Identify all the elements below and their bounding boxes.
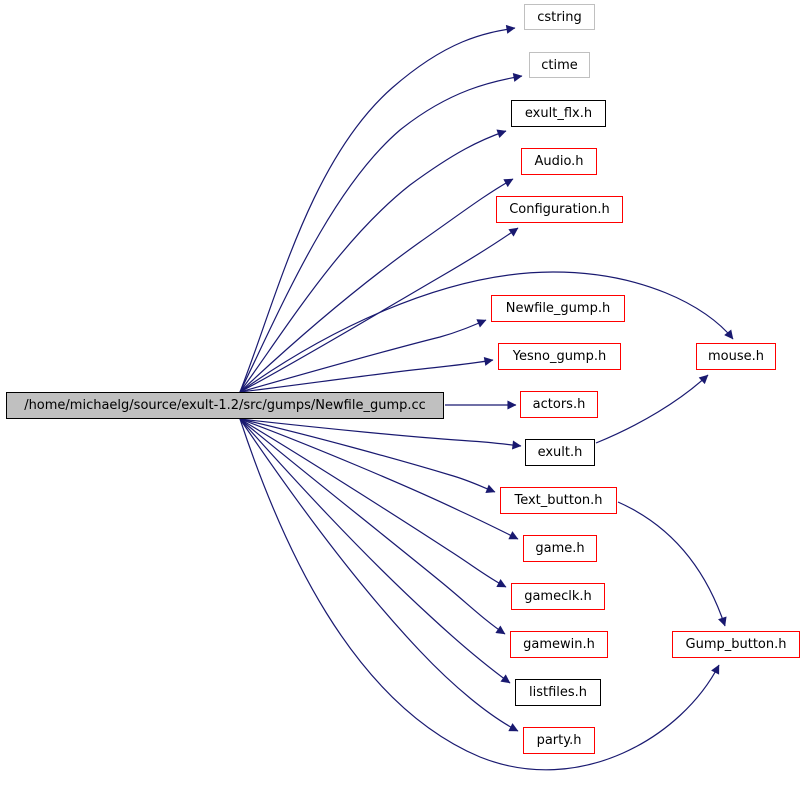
node-label: gameclk.h (524, 589, 592, 604)
node-Configuration_h[interactable]: Configuration.h (496, 196, 623, 223)
node-label: exult.h (537, 445, 583, 460)
node-label: game.h (535, 541, 585, 556)
node-label: cstring (537, 9, 582, 25)
node-Audio_h[interactable]: Audio.h (521, 148, 597, 175)
node-label: Text_button.h (514, 493, 603, 508)
node-actors_h[interactable]: actors.h (520, 391, 598, 418)
node-main: /home/michaelg/source/exult-1.2/src/gump… (6, 392, 444, 419)
node-exult_h[interactable]: exult.h (525, 439, 595, 466)
edge-main-to-listfiles_h (239, 418, 511, 684)
edge-main-to-Yesno_gump_h (239, 357, 494, 393)
edge-main-to-exult_h (239, 418, 522, 450)
edge-main-to-Newfile_gump_h (239, 319, 487, 393)
node-cstring[interactable]: cstring (524, 4, 595, 30)
node-Yesno_gump_h[interactable]: Yesno_gump.h (498, 343, 621, 370)
edge-main-to-game_h (239, 418, 519, 540)
node-label: mouse.h (708, 349, 764, 364)
edge-main-to-party_h (239, 418, 519, 732)
node-mouse_h[interactable]: mouse.h (696, 343, 776, 370)
node-label: party.h (536, 733, 582, 748)
node-gamewin_h[interactable]: gamewin.h (510, 631, 608, 658)
edge-main-to-Gump_button_h (239, 418, 720, 771)
node-Text_button_h[interactable]: Text_button.h (500, 487, 617, 514)
edge-Text_button_h-to-Gump_button_h (617, 501, 727, 627)
node-label: Yesno_gump.h (512, 349, 607, 364)
edge-main-to-Configuration_h (239, 227, 519, 393)
edge-main-to-ctime (239, 73, 523, 393)
node-label: ctime (541, 57, 578, 73)
node-game_h[interactable]: game.h (523, 535, 597, 562)
node-label: exult_flx.h (524, 106, 593, 121)
node-label: /home/michaelg/source/exult-1.2/src/gump… (24, 398, 426, 413)
node-listfiles_h[interactable]: listfiles.h (515, 679, 601, 706)
edge-main-to-gamewin_h (239, 418, 506, 635)
edge-main-to-Audio_h (239, 178, 514, 393)
node-label: listfiles.h (528, 685, 588, 700)
node-label: Gump_button.h (685, 637, 787, 652)
node-party_h[interactable]: party.h (523, 727, 595, 754)
node-label: Audio.h (534, 154, 584, 169)
node-label: gamewin.h (523, 637, 595, 652)
node-label: Newfile_gump.h (505, 301, 611, 316)
edge-main-to-Text_button_h (239, 418, 496, 494)
node-Newfile_gump_h[interactable]: Newfile_gump.h (491, 295, 625, 322)
edge-main-to-gameclk_h (239, 418, 507, 588)
node-Gump_button_h[interactable]: Gump_button.h (672, 631, 800, 658)
edge-exult_h-to-mouse_h (595, 374, 709, 444)
node-exult_flx_h[interactable]: exult_flx.h (511, 100, 606, 127)
edge-main-to-exult_flx_h (239, 129, 507, 393)
node-ctime[interactable]: ctime (529, 52, 590, 78)
edge-main-to-mouse_h (239, 271, 734, 393)
node-label: Configuration.h (509, 202, 610, 217)
node-gameclk_h[interactable]: gameclk.h (511, 583, 605, 610)
edge-main-to-cstring (239, 24, 516, 393)
node-label: actors.h (532, 397, 586, 412)
